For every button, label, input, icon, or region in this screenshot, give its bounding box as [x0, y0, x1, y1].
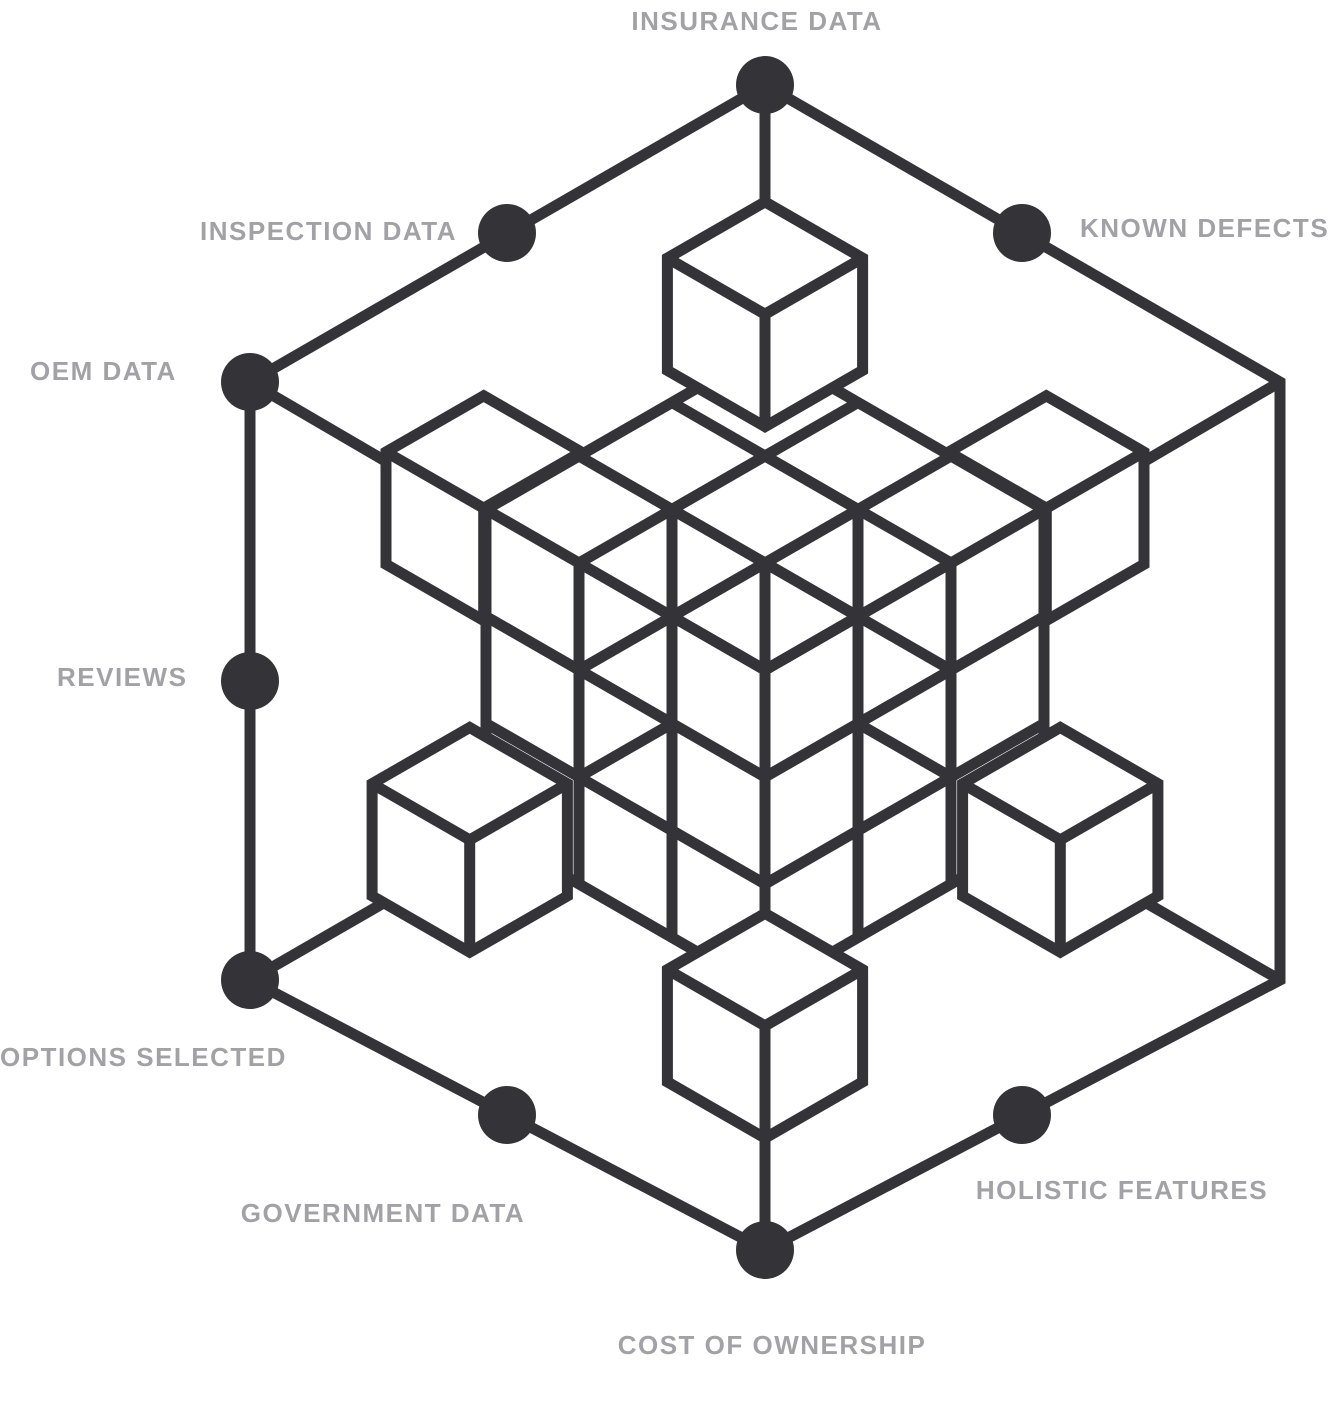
cubie-edge [369, 778, 473, 845]
cubie-edge [959, 778, 1064, 845]
node-label-known-defects: KNOWN DEFECTS [1080, 213, 1329, 243]
node-label-inspection-data: INSPECTION DATA [200, 216, 457, 246]
cubie-edge [762, 253, 866, 319]
cubie-edge [466, 778, 571, 845]
socket-edge [573, 660, 678, 841]
cubie-edge [762, 964, 866, 1031]
node-dot-holistic-features [993, 1086, 1051, 1144]
cube-wireframe [244, 78, 1286, 1257]
node-dot-cost-of-ownership [736, 1221, 794, 1279]
node-label-holistic-features: HOLISTIC FEATURES [976, 1175, 1268, 1205]
node-dot-options-selected [221, 951, 279, 1009]
node-label-cost-of-ownership: COST OF OWNERSHIP [618, 1330, 927, 1360]
socket-edge [852, 660, 957, 841]
cubie-edge [383, 447, 487, 513]
socket-edge [576, 611, 675, 675]
node-labels: INSURANCE DATA INSPECTION DATA KNOWN DEF… [0, 6, 1329, 1360]
cubie-edge [664, 253, 768, 319]
socket-edge [855, 611, 954, 675]
node-dots [221, 56, 1051, 1279]
node-dot-reviews [221, 652, 279, 710]
node-label-insurance-data: INSURANCE DATA [631, 6, 882, 36]
node-dot-inspection-data [478, 204, 536, 262]
node-dot-government-data [478, 1086, 536, 1144]
node-dot-oem-data [221, 353, 279, 411]
node-label-oem-data: OEM DATA [30, 356, 177, 386]
cubie-edge [664, 964, 768, 1031]
socket-edge [855, 718, 954, 782]
node-label-options-selected: OPTIONS SELECTED [0, 1042, 287, 1072]
cubie-edge [1043, 447, 1147, 513]
node-label-reviews: REVIEWS [57, 662, 187, 692]
node-dot-insurance-data [736, 56, 794, 114]
node-label-government-data: GOVERNMENT DATA [241, 1198, 525, 1228]
socket-edge [576, 718, 675, 782]
cubie-edge [1057, 778, 1161, 845]
node-dot-known-defects [993, 204, 1051, 262]
